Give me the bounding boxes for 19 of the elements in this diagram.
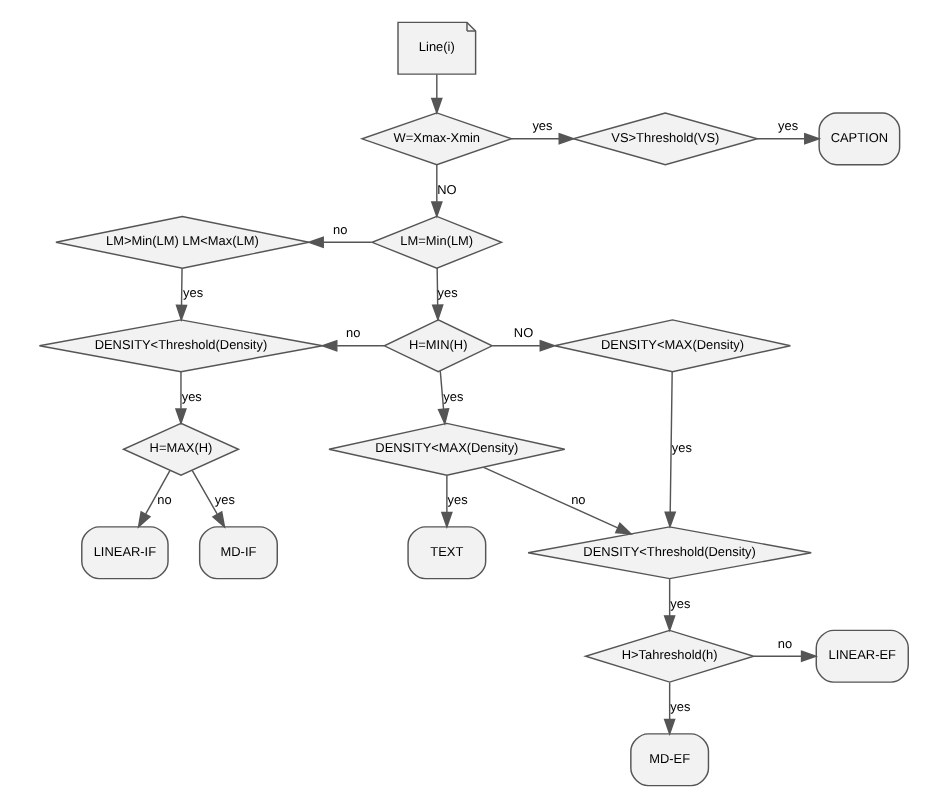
arrow (430, 73, 443, 115)
arrow (753, 650, 819, 663)
arrow (437, 370, 450, 426)
arrow (663, 578, 676, 633)
arrow (510, 132, 576, 145)
arrow (175, 267, 188, 322)
arrow (440, 474, 453, 529)
arrow (663, 681, 676, 736)
arrow (137, 469, 171, 529)
arrow (320, 339, 385, 352)
arrow (664, 371, 677, 529)
arrow (491, 339, 557, 352)
arrow (430, 164, 443, 219)
arrow (174, 371, 187, 426)
arrow (431, 267, 444, 322)
arrow (482, 466, 633, 535)
arrow (191, 469, 226, 529)
arrow (306, 236, 373, 249)
arrow (756, 132, 822, 145)
